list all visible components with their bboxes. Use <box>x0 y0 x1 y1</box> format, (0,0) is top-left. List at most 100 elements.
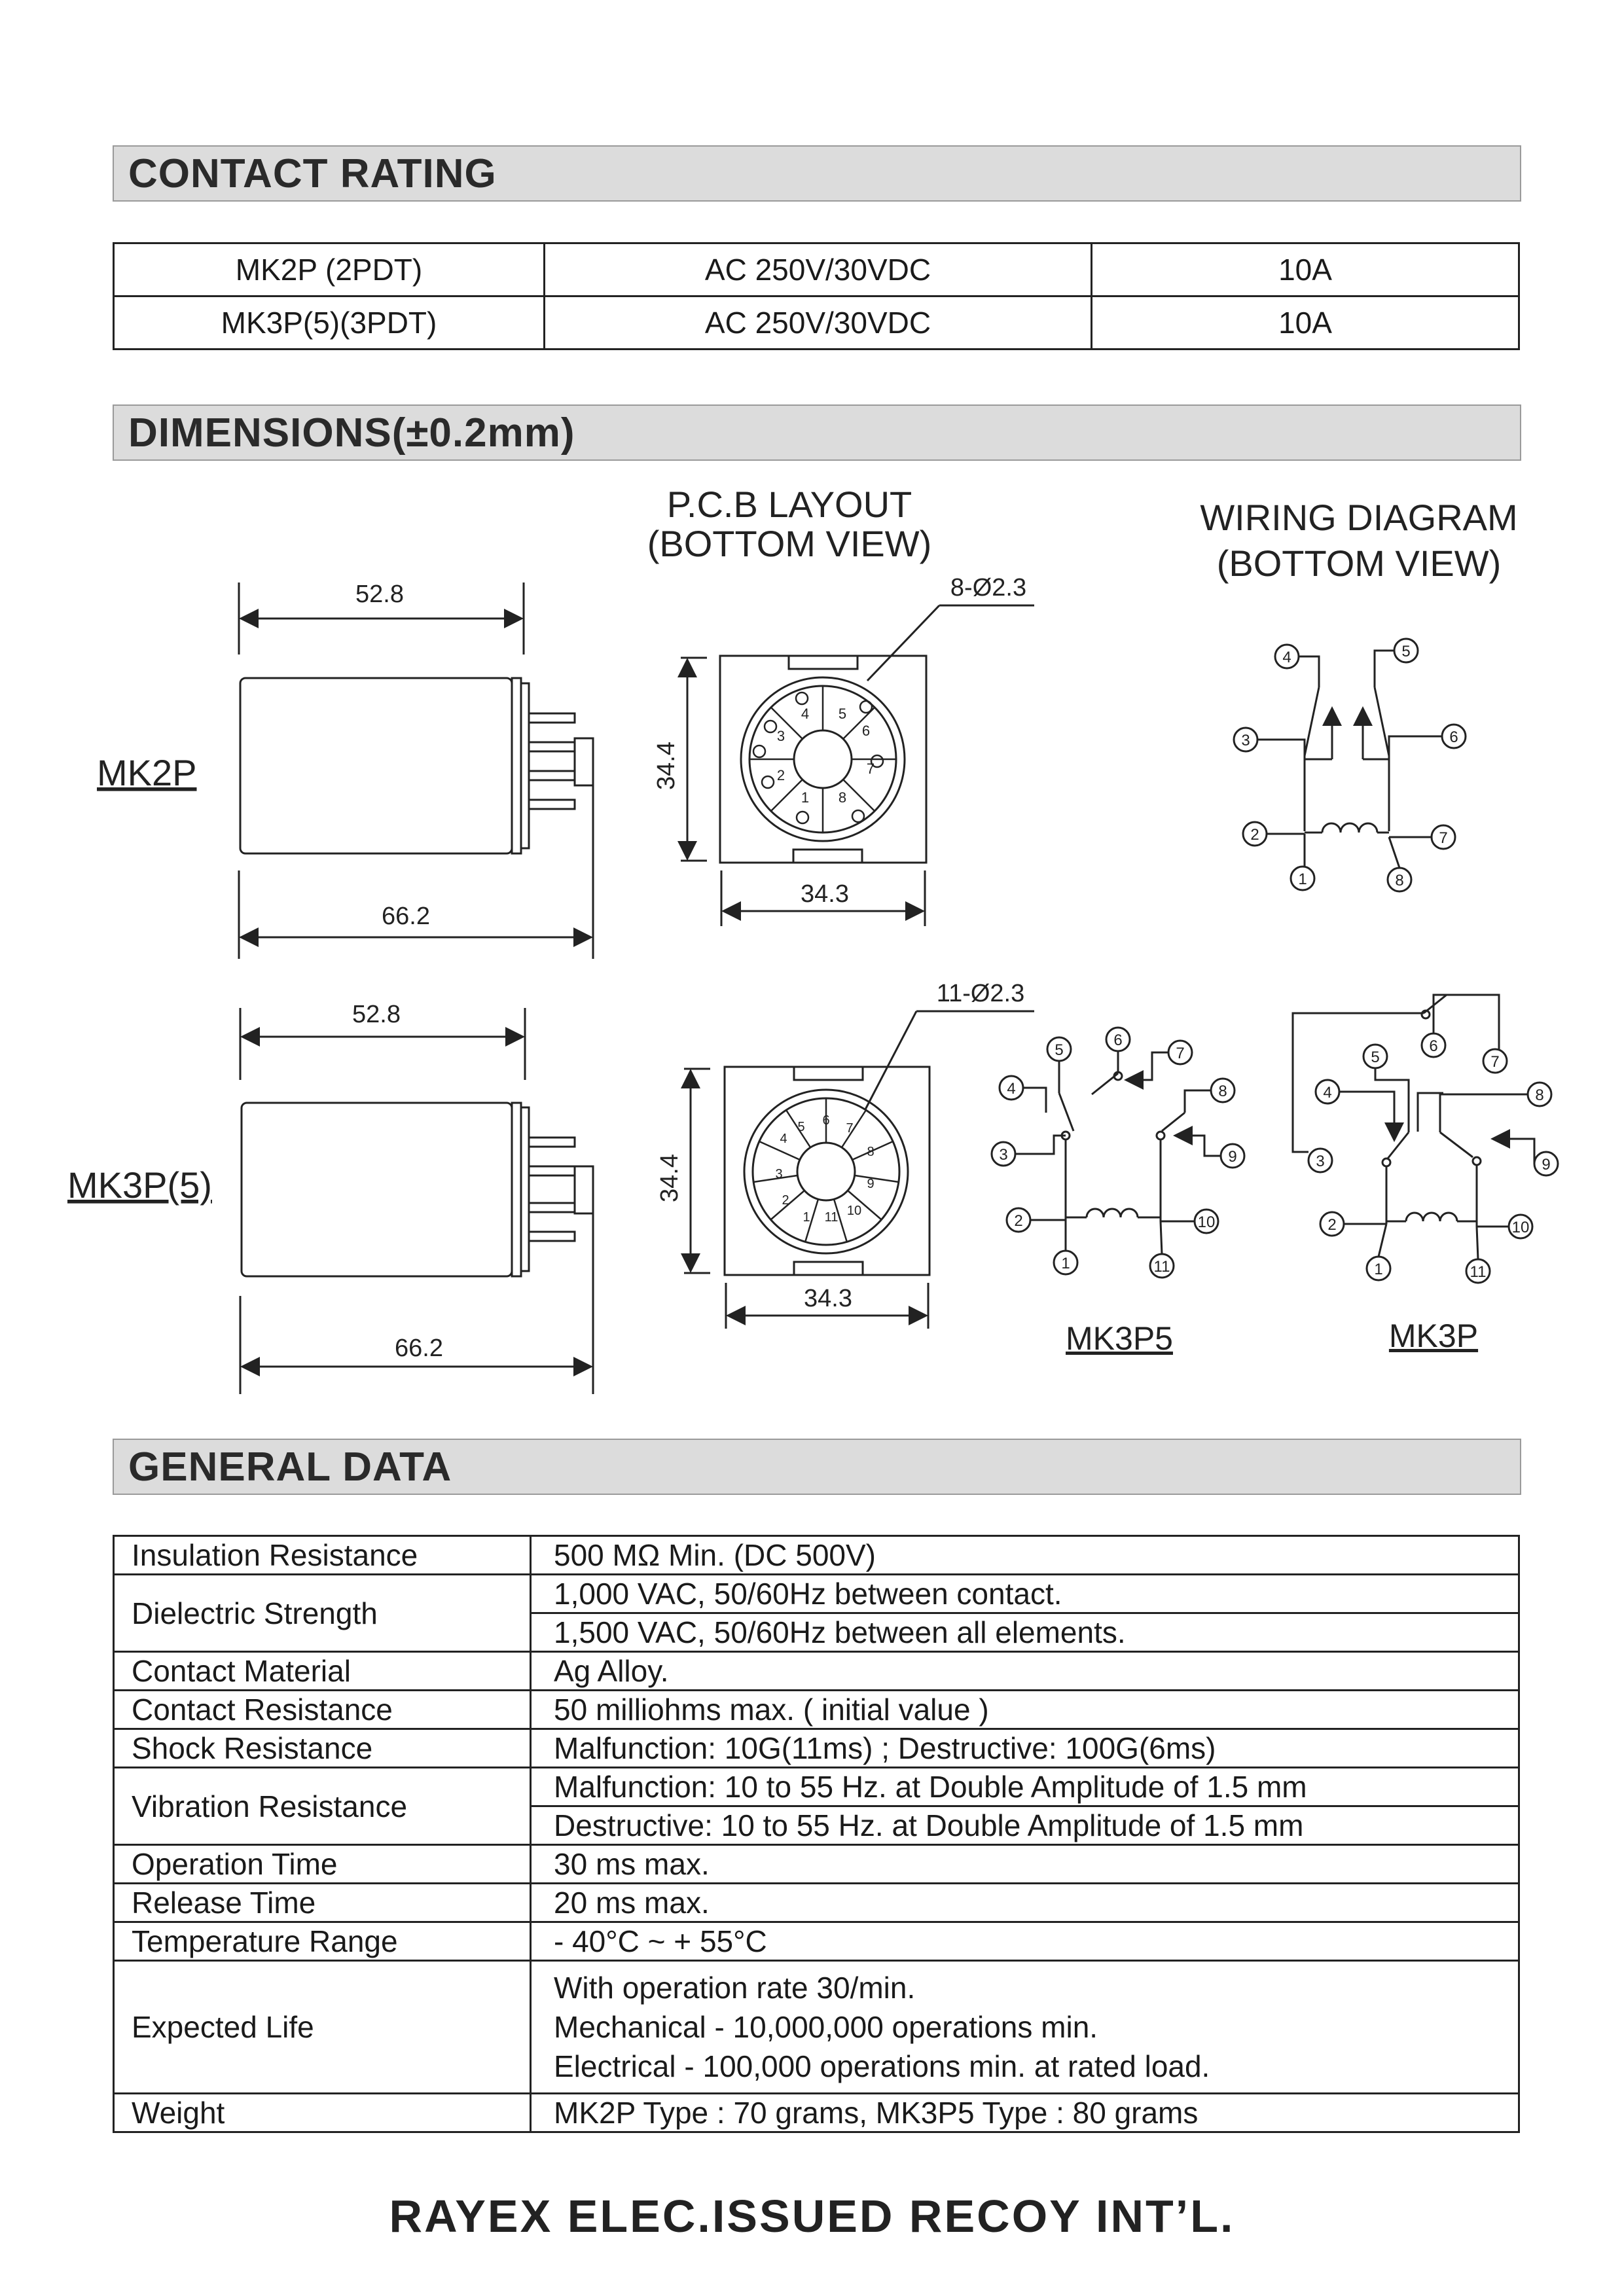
pin-label: 3 <box>777 728 785 744</box>
pin-label: 6 <box>862 723 870 739</box>
mk3p-wiring-diagram: 5 6 7 4 8 3 9 2 10 1 11 <box>1291 994 1559 1354</box>
mk2p-wiring-diagram: 4 5 3 6 2 7 1 8 <box>1233 637 1467 893</box>
pin-label: 11 <box>825 1210 839 1225</box>
pin-label: 2 <box>777 767 785 783</box>
pin-label: 8 <box>1395 872 1403 889</box>
pin-label: 1 <box>1061 1255 1070 1272</box>
mk3p-pcb-height: 34.4 <box>656 1154 683 1202</box>
pin-label: 5 <box>1371 1049 1379 1066</box>
spec-value-multiline: With operation rate 30/min. Mechanical -… <box>530 1960 1520 2094</box>
spec-label: Shock Resistance <box>113 1728 532 1768</box>
current-cell: 10A <box>1091 295 1520 350</box>
pin-label: 3 <box>999 1146 1007 1164</box>
pin-label: 6 <box>1449 728 1458 746</box>
table-row: Release Time 20 ms max. <box>113 1882 1520 1923</box>
pin-label: 7 <box>1439 829 1447 847</box>
spec-label: Contact Resistance <box>113 1689 532 1730</box>
pcb-title-2: (BOTTOM VIEW) <box>647 523 932 564</box>
dimensions-header: DIMENSIONS(±0.2mm) <box>113 404 1521 461</box>
spec-label: Release Time <box>113 1882 532 1923</box>
pin-label: 6 <box>822 1113 829 1128</box>
spec-value: Ag Alloy. <box>530 1651 1520 1691</box>
pin-label: 4 <box>801 706 809 722</box>
model-cell: MK3P(5)(3PDT) <box>113 295 545 350</box>
pin-label: 2 <box>782 1193 789 1208</box>
table-row: Vibration Resistance Malfunction: 10 to … <box>113 1767 1520 1846</box>
mk2p-pcb-layout: 4 5 3 6 2 7 1 8 34.4 34.3 8-Ø2.3 <box>653 574 1034 926</box>
table-row: Contact Resistance 50 milliohms max. ( i… <box>113 1689 1520 1730</box>
mk3p-total-width: 66.2 <box>395 1335 443 1362</box>
pin-label: 1 <box>1374 1261 1382 1278</box>
mk3p-holes: 11-Ø2.3 <box>937 980 1024 1007</box>
dimension-drawings: P.C.B LAYOUT (BOTTOM VIEW) WIRING DIAGRA… <box>67 484 1559 1394</box>
voltage-cell: AC 250V/30VDC <box>543 242 1092 297</box>
pin-label: 2 <box>1014 1212 1022 1230</box>
contact-rating-title: CONTACT RATING <box>128 151 497 196</box>
table-row: Weight MK2P Type : 70 grams, MK3P5 Type … <box>113 2092 1520 2133</box>
spec-label: Expected Life <box>113 1960 532 2094</box>
pin-label: 5 <box>797 1120 804 1134</box>
pin-label: 4 <box>1323 1084 1331 1102</box>
pin-label: 1 <box>1298 870 1307 888</box>
pin-label: 7 <box>1176 1045 1184 1062</box>
mk3p-wiring-label: MK3P <box>1389 1318 1478 1354</box>
spec-label: Operation Time <box>113 1844 532 1884</box>
spec-line: Electrical - 100,000 operations min. at … <box>554 2049 1210 2083</box>
mk2p-pcb-height: 34.4 <box>653 742 680 790</box>
pin-label: 1 <box>801 789 809 806</box>
mk3p-label: MK3P(5) <box>67 1164 212 1206</box>
pin-label: 9 <box>1228 1148 1236 1166</box>
pin-label: 3 <box>1316 1153 1324 1170</box>
pin-label: 3 <box>775 1167 782 1181</box>
pin-label: 7 <box>846 1121 853 1136</box>
spec-value: 1,000 VAC, 50/60Hz between contact. <box>530 1573 1520 1614</box>
mk3p-pcb-width: 34.3 <box>804 1285 852 1312</box>
table-row: Destructive: 10 to 55 Hz. at Double Ampl… <box>114 1805 1520 1846</box>
spec-label: Dielectric Strength <box>113 1573 532 1653</box>
pin-label: 1 <box>803 1210 810 1225</box>
pcb-title-1: P.C.B LAYOUT <box>667 484 912 525</box>
spec-value: Malfunction: 10 to 55 Hz. at Double Ampl… <box>530 1767 1520 1807</box>
pin-label: 5 <box>839 706 846 722</box>
wiring-title-1: WIRING DIAGRAM <box>1200 497 1517 538</box>
mk3p-side-view: MK3P(5) 52.8 66.2 <box>67 1001 594 1394</box>
pin-label: 10 <box>847 1204 861 1218</box>
mk2p-body-width: 52.8 <box>355 581 404 608</box>
current-cell: 10A <box>1091 242 1520 297</box>
spec-value: 20 ms max. <box>530 1882 1520 1923</box>
mk2p-side-view: MK2P 52.8 66.2 <box>97 581 594 959</box>
spec-line: Mechanical - 10,000,000 operations min. <box>554 2010 1098 2044</box>
contact-rating-header: CONTACT RATING <box>113 145 1521 202</box>
spec-value: 500 MΩ Min. (DC 500V) <box>530 1535 1520 1575</box>
spec-label: Temperature Range <box>113 1921 532 1962</box>
dimensions-title: DIMENSIONS(±0.2mm) <box>128 410 575 456</box>
pin-label: 4 <box>780 1132 787 1146</box>
spec-value: 30 ms max. <box>530 1844 1520 1884</box>
mk2p-total-width: 66.2 <box>382 903 430 930</box>
general-data-table: Insulation Resistance 500 MΩ Min. (DC 50… <box>113 1535 1520 2133</box>
pin-label: 2 <box>1250 826 1259 844</box>
spec-value: 1,500 VAC, 50/60Hz between all elements. <box>530 1612 1520 1653</box>
table-row: Operation Time 30 ms max. <box>113 1844 1520 1884</box>
spec-value: MK2P Type : 70 grams, MK3P5 Type : 80 gr… <box>530 2092 1520 2133</box>
general-data-header: GENERAL DATA <box>113 1439 1521 1495</box>
pin-label: 11 <box>1154 1258 1170 1276</box>
table-row: Dielectric Strength 1,000 VAC, 50/60Hz b… <box>113 1573 1520 1653</box>
mk2p-label: MK2P <box>97 752 197 793</box>
pin-label: 8 <box>1218 1083 1227 1100</box>
spec-value: - 40°C ~ + 55°C <box>530 1921 1520 1962</box>
pin-label: 10 <box>1512 1219 1530 1236</box>
pin-label: 6 <box>1113 1031 1122 1049</box>
table-row: Shock Resistance Malfunction: 10G(11ms) … <box>113 1728 1520 1768</box>
footer-company-name: RAYEX ELEC.ISSUED RECOY INT’L. <box>389 2191 1235 2242</box>
spec-value: Destructive: 10 to 55 Hz. at Double Ampl… <box>530 1805 1520 1846</box>
general-data-title: GENERAL DATA <box>128 1444 452 1490</box>
spec-value: Malfunction: 10G(11ms) ; Destructive: 10… <box>530 1728 1520 1768</box>
mk3p-body-width: 52.8 <box>352 1001 401 1028</box>
model-cell: MK2P (2PDT) <box>113 242 545 297</box>
table-row: Expected Life With operation rate 30/min… <box>113 1960 1520 2094</box>
spec-label: Weight <box>113 2092 532 2133</box>
spec-value: 50 milliohms max. ( initial value ) <box>530 1689 1520 1730</box>
pin-label: 5 <box>1055 1041 1063 1059</box>
table-row: MK2P (2PDT) AC 250V/30VDC 10A <box>113 242 1520 297</box>
